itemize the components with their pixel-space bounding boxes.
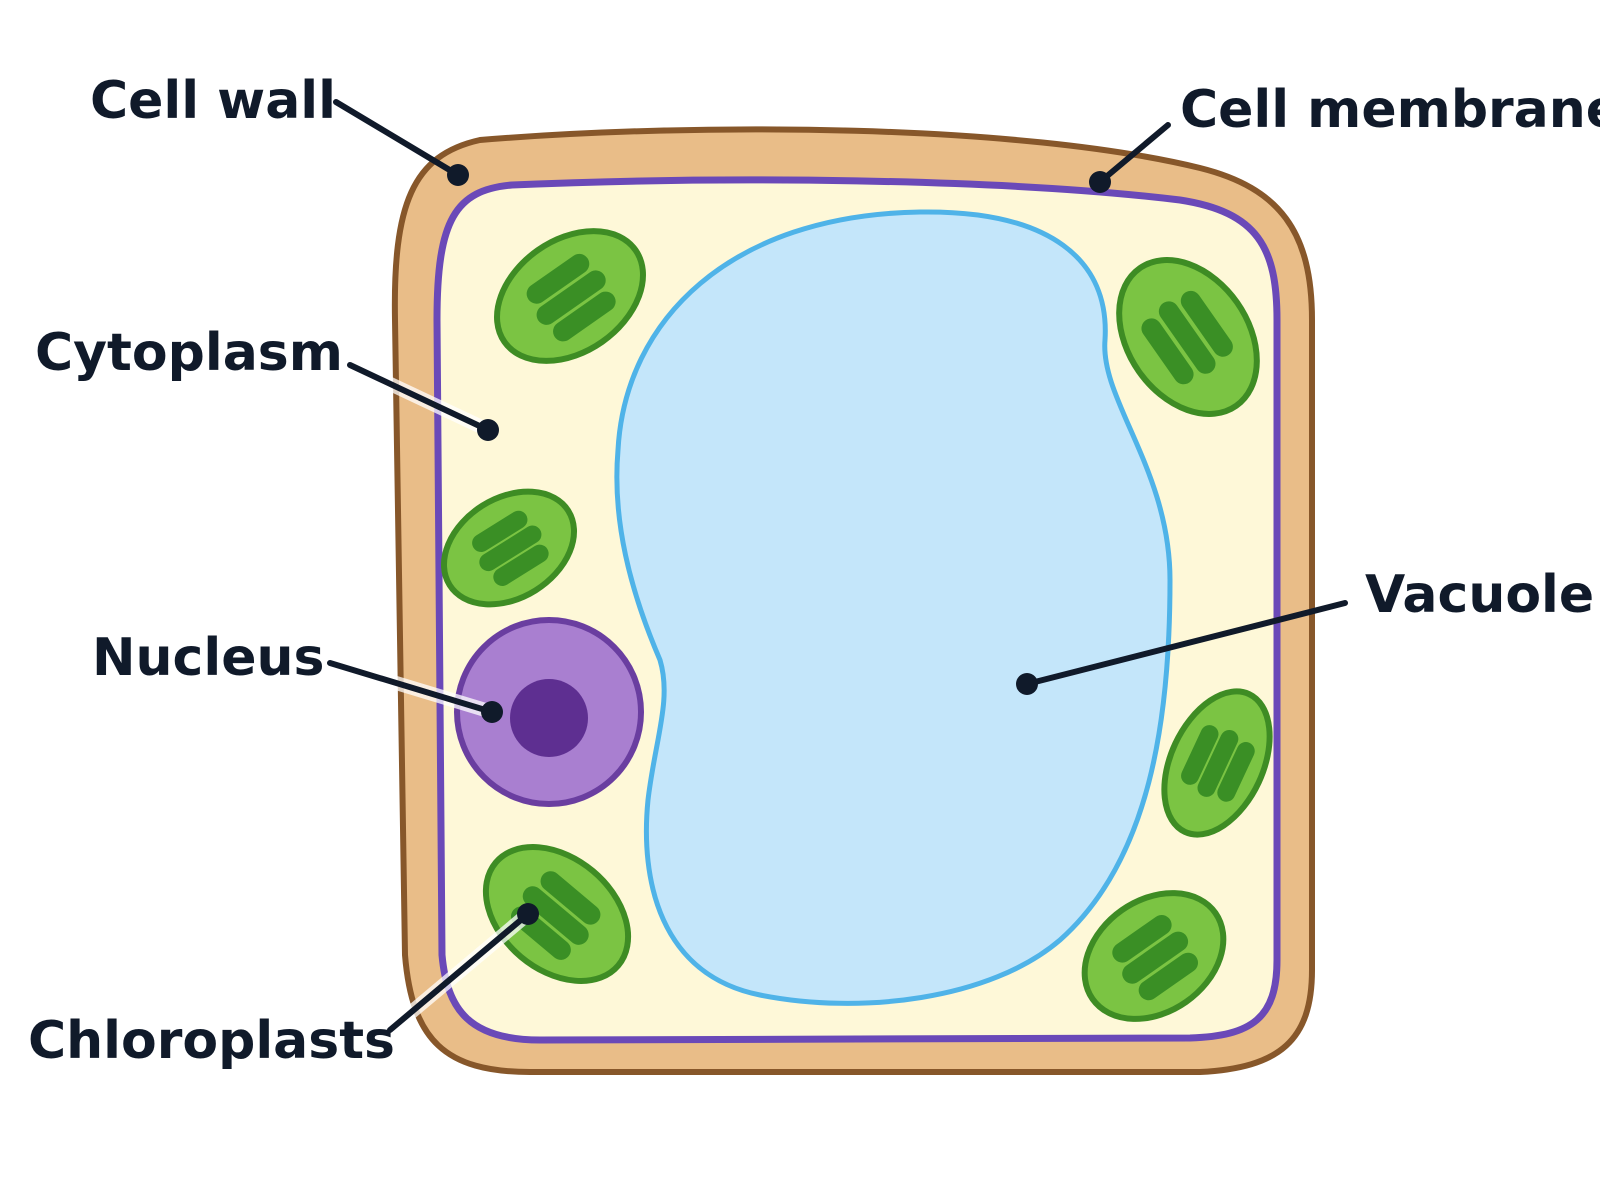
vacuole-leader [1024,600,1348,687]
nucleus-pointer [481,701,503,723]
chloroplasts-pointer [517,903,539,925]
chloroplast [1081,890,1227,1022]
chloroplasts-leader [387,911,531,1033]
label-vacuole: Vacuole [1365,565,1594,625]
label-cell-wall: Cell wall [90,71,336,131]
label-cytoplasm: Cytoplasm [35,323,343,383]
cell-membrane-pointer [1089,171,1111,193]
cell-wall-leader [333,99,461,178]
cell-membrane-leader [1097,122,1171,185]
chloroplast [1116,257,1260,417]
cytoplasm-leader [347,362,491,433]
nucleus-leader [327,660,495,715]
cytoplasm-pointer [477,419,499,441]
label-nucleus: Nucleus [92,628,324,688]
vacuole [614,209,1173,1006]
label-cell-membrane: Cell membrane [1180,80,1600,140]
chloroplast [1161,688,1273,838]
chloroplast [494,228,646,364]
chloroplast [440,488,578,608]
nucleus [454,617,644,807]
vacuole-pointer [1016,673,1038,695]
label-chloroplasts: Chloroplasts [28,1011,395,1071]
nucleolus [510,679,588,757]
cell-wall-pointer [447,164,469,186]
